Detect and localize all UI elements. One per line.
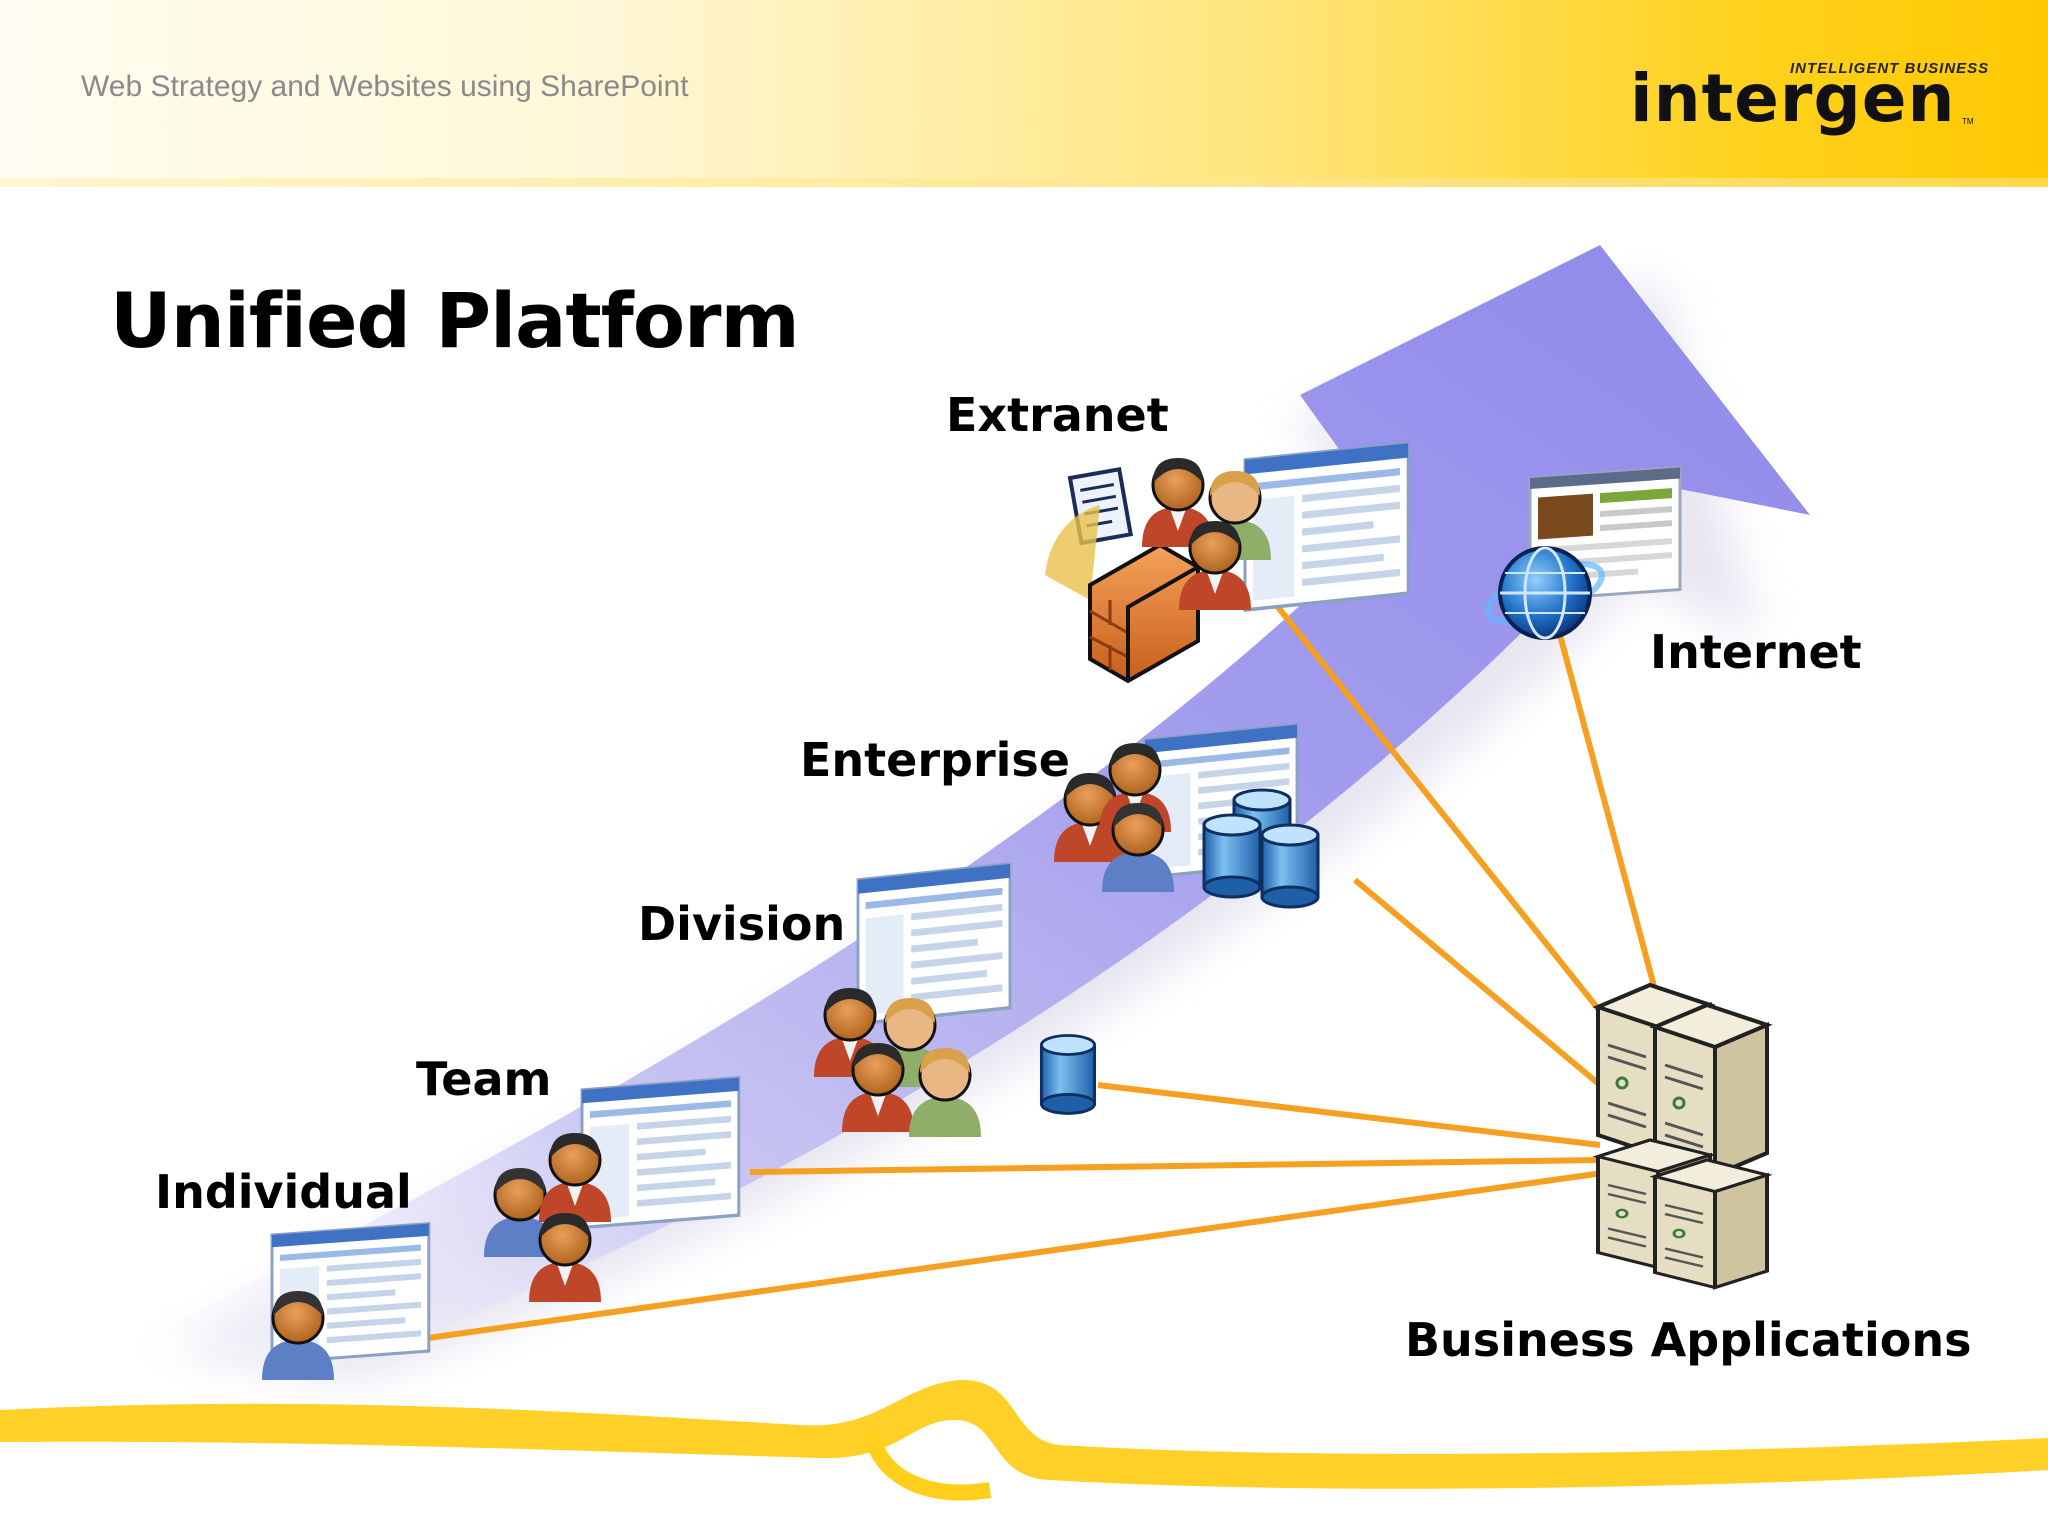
header-band: [0, 0, 2048, 178]
presentation-subtitle: Web Strategy and Websites using SharePoi…: [81, 70, 689, 103]
server-icon: [1596, 983, 1769, 1290]
stage-label-team: Team: [416, 1052, 552, 1106]
browser-window-icon: [856, 862, 1012, 1026]
extranet-icon-group: [1045, 441, 1411, 684]
slide-title: Unified Platform: [110, 276, 800, 365]
hub-label-business-applications: Business Applications: [1405, 1313, 1972, 1367]
connector-lines: [427, 585, 1658, 1341]
database-icon: [1039, 1034, 1097, 1115]
stage-label-internet: Internet: [1650, 625, 1862, 679]
stage-label-individual: Individual: [155, 1165, 412, 1219]
internet-icon-group: [1485, 465, 1682, 640]
stage-label-extranet: Extranet: [946, 388, 1169, 442]
globe-icon: [1485, 546, 1605, 640]
header-divider: [0, 178, 2048, 187]
logo-trademark: TM: [1962, 117, 1974, 126]
yellow-swoosh: [0, 1379, 2048, 1489]
logo-tagline: INTELLIGENT BUSINESS: [1790, 60, 1990, 77]
stage-label-division: Division: [638, 897, 846, 951]
firewall-icon: [1088, 542, 1200, 684]
browser-window-icon: [1243, 441, 1411, 612]
stage-label-enterprise: Enterprise: [800, 733, 1071, 787]
logo-wordmark: intergen: [1630, 60, 1956, 137]
